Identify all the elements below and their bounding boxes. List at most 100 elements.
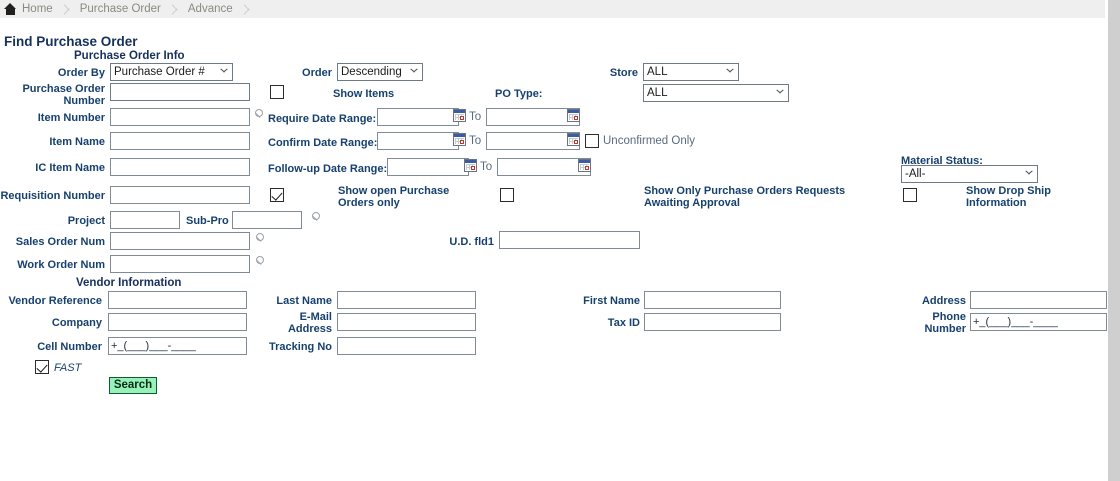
ud-fld1-input[interactable] bbox=[499, 231, 640, 249]
breadcrumb-item-purchase-order[interactable]: Purchase Order bbox=[74, 0, 172, 18]
chevron-down-icon bbox=[410, 70, 417, 74]
first-name-input[interactable] bbox=[644, 291, 781, 309]
item-name-label: Item Name bbox=[49, 136, 105, 148]
require-date-range-label: Require Date Range: bbox=[268, 113, 377, 125]
store-sub-select[interactable]: ALL bbox=[643, 84, 789, 102]
email-address-label: E-Mail Address bbox=[287, 311, 332, 335]
breadcrumb-item-advance[interactable]: Advance bbox=[182, 0, 244, 18]
phone-number-input[interactable] bbox=[970, 313, 1107, 331]
calendar-icon[interactable] bbox=[453, 109, 466, 122]
show-awaiting-approval-label: Show Only Purchase Orders Requests Await… bbox=[644, 185, 846, 209]
home-icon bbox=[4, 3, 17, 15]
order-by-select[interactable]: Purchase Order # bbox=[110, 63, 233, 81]
fast-checkbox[interactable] bbox=[35, 360, 49, 374]
material-status-value: -All- bbox=[905, 168, 926, 180]
order-value: Descending bbox=[341, 66, 402, 78]
order-by-value: Purchase Order # bbox=[114, 66, 205, 78]
sub-pro-input[interactable] bbox=[232, 211, 302, 229]
confirm-date-to-input[interactable] bbox=[486, 132, 580, 150]
phone-number-label: Phone Number bbox=[924, 311, 966, 335]
purchase-order-number-checkbox[interactable] bbox=[270, 85, 284, 99]
address-input[interactable] bbox=[970, 291, 1107, 309]
breadcrumb-separator-icon bbox=[172, 0, 182, 18]
chevron-down-icon bbox=[220, 70, 227, 74]
followup-date-range-label: Follow-up Date Range: bbox=[268, 163, 388, 175]
item-number-label: Item Number bbox=[37, 112, 105, 124]
chevron-down-icon bbox=[776, 91, 783, 95]
search-button[interactable]: Search bbox=[109, 377, 157, 394]
cell-number-label: Cell Number bbox=[37, 341, 102, 353]
po-type-label: PO Type: bbox=[495, 88, 543, 100]
sub-pro-search-icon[interactable] bbox=[310, 212, 324, 226]
calendar-icon[interactable] bbox=[567, 133, 580, 146]
show-open-purchase-orders-only-checkbox[interactable] bbox=[500, 188, 514, 202]
project-label: Project bbox=[67, 215, 105, 227]
tracking-no-input[interactable] bbox=[337, 337, 476, 355]
fast-label: FAST bbox=[54, 362, 82, 374]
company-label: Company bbox=[51, 317, 102, 329]
followup-date-from-input[interactable] bbox=[387, 158, 469, 176]
require-date-from-input[interactable] bbox=[377, 108, 459, 126]
show-open-purchase-orders-only-label: Show open Purchase Orders only bbox=[338, 185, 450, 209]
show-awaiting-approval-checkbox[interactable] bbox=[903, 188, 917, 202]
breadcrumb: Home Purchase Order Advance bbox=[0, 0, 1105, 18]
tax-id-input[interactable] bbox=[644, 313, 781, 331]
item-number-search-icon[interactable] bbox=[253, 109, 267, 123]
breadcrumb-label-advance: Advance bbox=[187, 3, 233, 15]
followup-date-to-label: To bbox=[480, 161, 493, 173]
cell-number-input[interactable] bbox=[108, 337, 247, 355]
vertical-scrollbar[interactable] bbox=[1105, 0, 1120, 481]
unconfirmed-only-checkbox[interactable] bbox=[585, 134, 599, 148]
followup-date-to-input[interactable] bbox=[497, 158, 591, 176]
requisition-number-label: Requisition Number bbox=[0, 190, 105, 202]
sales-order-num-input[interactable] bbox=[110, 232, 250, 250]
ic-item-name-input[interactable] bbox=[110, 158, 250, 176]
work-order-num-input[interactable] bbox=[110, 255, 250, 273]
store-label: Store bbox=[609, 67, 638, 79]
order-by-label: Order By bbox=[57, 67, 105, 79]
breadcrumb-separator-icon bbox=[244, 0, 254, 18]
calendar-icon[interactable] bbox=[453, 133, 466, 146]
ic-item-name-label: IC Item Name bbox=[35, 162, 105, 174]
email-address-input[interactable] bbox=[337, 313, 476, 331]
requisition-number-input[interactable] bbox=[110, 186, 250, 204]
breadcrumb-label-purchase-order: Purchase Order bbox=[79, 3, 161, 15]
requisition-number-checkbox[interactable] bbox=[270, 188, 284, 202]
calendar-icon[interactable] bbox=[464, 159, 477, 172]
work-order-num-label: Work Order Num bbox=[17, 259, 105, 271]
confirm-date-range-label: Confirm Date Range: bbox=[268, 137, 378, 149]
company-input[interactable] bbox=[108, 313, 247, 331]
purchase-order-number-input[interactable] bbox=[110, 83, 250, 101]
tax-id-label: Tax ID bbox=[607, 317, 640, 329]
calendar-icon[interactable] bbox=[578, 159, 591, 172]
project-input[interactable] bbox=[110, 211, 180, 229]
show-drop-ship-information-label: Show Drop Ship Information bbox=[966, 185, 1051, 209]
material-status-label: Material Status: bbox=[901, 155, 983, 167]
store-select[interactable]: ALL bbox=[643, 63, 739, 81]
confirm-date-to-label: To bbox=[469, 135, 482, 147]
page-title: Find Purchase Order bbox=[4, 34, 138, 49]
scrollbar-track[interactable] bbox=[1108, 0, 1120, 481]
material-status-select[interactable]: -All- bbox=[901, 165, 1038, 183]
item-number-input[interactable] bbox=[110, 108, 250, 126]
chevron-down-icon bbox=[726, 70, 733, 74]
breadcrumb-separator-icon bbox=[64, 0, 74, 18]
tracking-no-label: Tracking No bbox=[269, 341, 332, 353]
work-order-num-search-icon[interactable] bbox=[254, 256, 268, 270]
breadcrumb-item-home[interactable]: Home bbox=[0, 0, 64, 18]
order-label: Order bbox=[302, 67, 332, 79]
require-date-to-label: To bbox=[469, 111, 482, 123]
vendor-reference-label: Vendor Reference bbox=[8, 295, 102, 307]
last-name-label: Last Name bbox=[276, 295, 332, 307]
vendor-reference-input[interactable] bbox=[108, 291, 247, 309]
require-date-to-input[interactable] bbox=[486, 108, 580, 126]
calendar-icon[interactable] bbox=[567, 109, 580, 122]
order-select[interactable]: Descending bbox=[337, 63, 423, 81]
last-name-input[interactable] bbox=[337, 291, 476, 309]
item-name-input[interactable] bbox=[110, 132, 250, 150]
sales-order-num-label: Sales Order Num bbox=[15, 236, 105, 248]
confirm-date-from-input[interactable] bbox=[377, 132, 459, 150]
sales-order-num-search-icon[interactable] bbox=[254, 233, 268, 247]
chevron-down-icon bbox=[1025, 172, 1032, 176]
